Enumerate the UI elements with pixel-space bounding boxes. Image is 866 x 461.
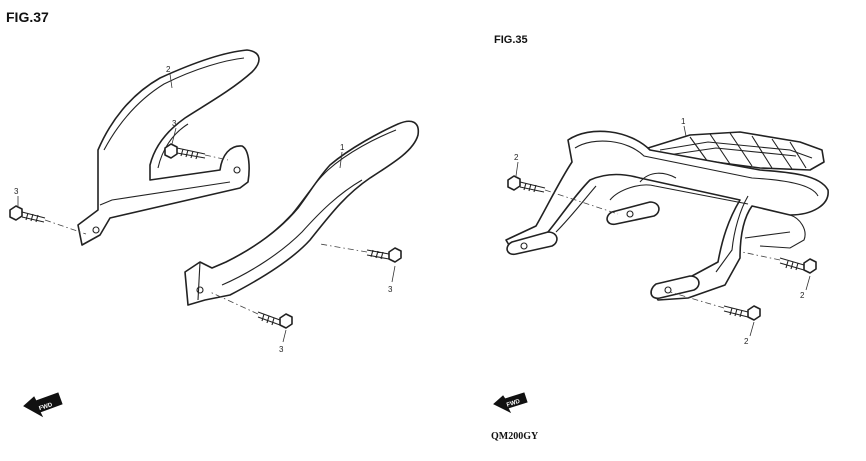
callout-3-bolt-b: 3 — [14, 187, 19, 196]
bolt-2c — [723, 305, 761, 321]
callout-3-bolt-a: 3 — [172, 119, 177, 128]
bolt-3c — [366, 247, 402, 263]
callout-3-bolt-c: 3 — [388, 285, 393, 294]
callout-3-bolt-d: 3 — [279, 345, 284, 354]
callout-2-bolt-b: 2 — [800, 291, 805, 300]
callout-2-bolt-c: 2 — [744, 337, 749, 346]
callout-1-rack: 1 — [681, 117, 686, 126]
bolt-3b — [9, 205, 46, 223]
fwd-arrow-left: FWD — [23, 392, 63, 418]
left-exploded-view: 2 1 3 3 3 3 FWD — [9, 49, 420, 418]
guard-part-2 — [77, 49, 260, 246]
model-code: QM200GY — [491, 431, 539, 442]
fwd-arrow-right: FWD — [493, 392, 528, 414]
guard-part-1 — [184, 120, 420, 306]
bolt-3d — [257, 311, 293, 329]
callout-1-guard: 1 — [340, 143, 345, 152]
fig35-title: FIG.35 — [494, 34, 528, 46]
fig37-title: FIG.37 — [6, 9, 49, 25]
bolt-2b — [779, 257, 817, 274]
callout-2-guard: 2 — [166, 65, 171, 74]
callout-2-bolt-a: 2 — [514, 153, 519, 162]
right-exploded-view: 1 2 2 2 FWD — [493, 117, 829, 414]
luggage-rack-part-1 — [505, 130, 829, 301]
bolt-3a — [164, 143, 206, 160]
bolt-2a — [507, 175, 546, 193]
fwd-label-left: FWD — [38, 402, 53, 412]
fwd-label-right: FWD — [506, 398, 521, 408]
